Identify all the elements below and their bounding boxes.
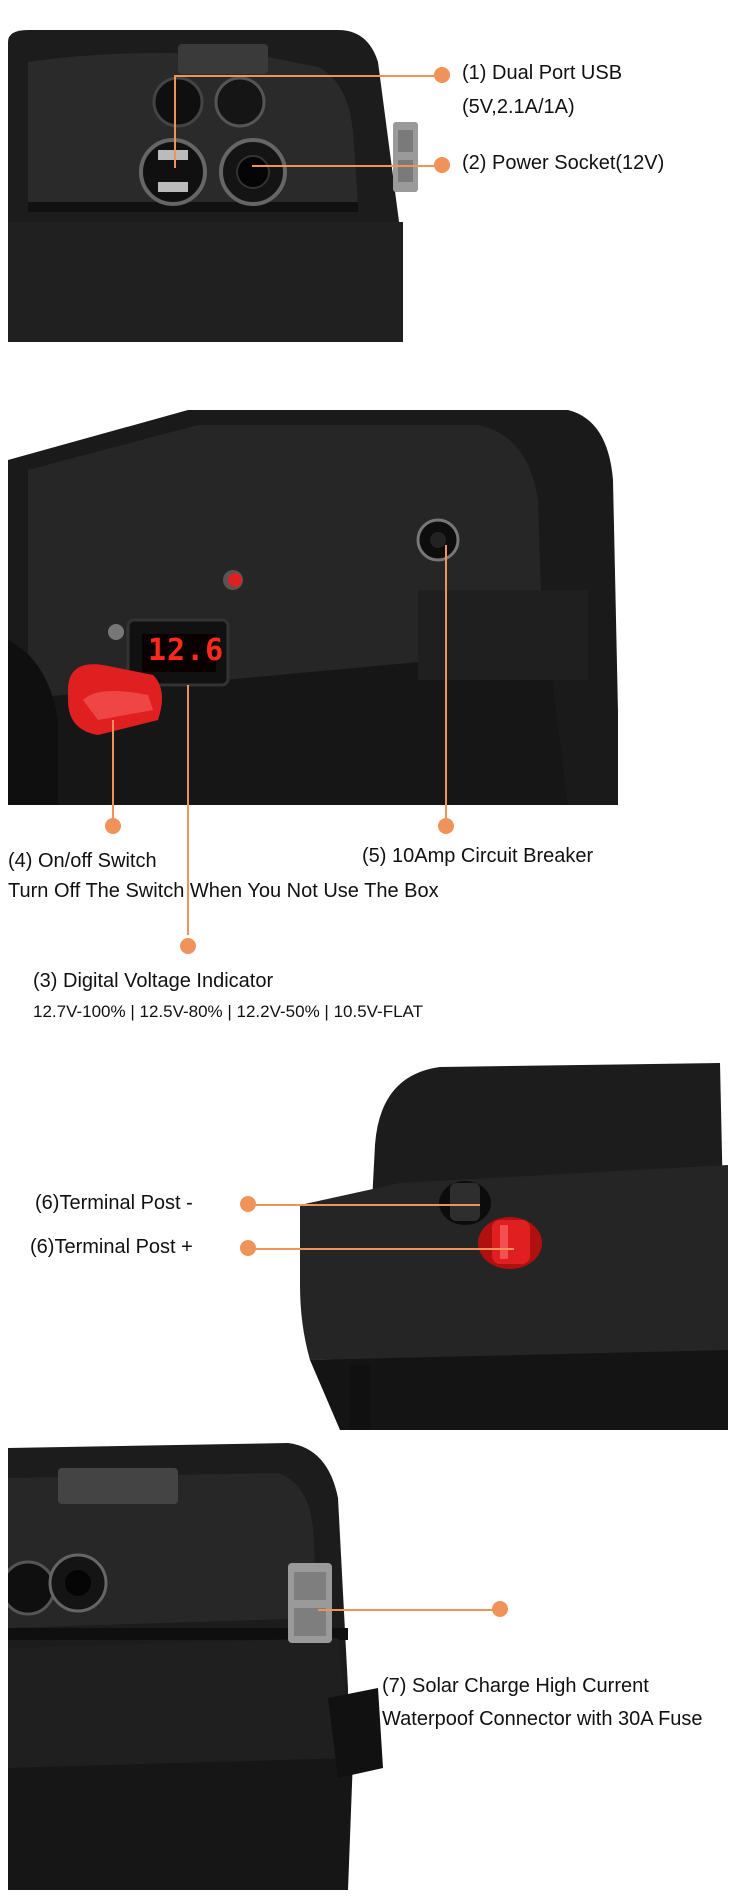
- label-terminal-positive: (6)Terminal Post +: [30, 1236, 193, 1258]
- callout-dot-solar: [492, 1601, 508, 1617]
- label-circuit-breaker: (5) 10Amp Circuit Breaker: [362, 845, 594, 867]
- label-voltage-indicator: (3) Digital Voltage Indicator: [33, 970, 274, 992]
- callout-dot-usb: [434, 67, 450, 83]
- label-onoff-switch: (4) On/off Switch: [8, 850, 157, 872]
- label-onoff-note: Turn Off The Switch When You Not Use The…: [8, 880, 439, 902]
- callout-line-switch: [112, 720, 114, 825]
- photo-switch-indicator: 12.6: [8, 400, 618, 805]
- voltage-display: 12.6: [148, 633, 225, 668]
- callout-dot-terminal-negative: [240, 1196, 256, 1212]
- label-power-socket: (2) Power Socket(12V): [462, 152, 665, 174]
- label-dual-usb: (1) Dual Port USB: [462, 62, 623, 84]
- label-solar-connector: (7) Solar Charge High Current: [382, 1675, 649, 1697]
- callout-line-terminal-negative: [252, 1204, 480, 1206]
- callout-line-usb-vertical: [174, 76, 176, 168]
- label-voltage-levels: 12.7V-100% | 12.5V-80% | 12.2V-50% | 10.…: [33, 1002, 424, 1021]
- callout-dot-indicator: [180, 938, 196, 954]
- callout-line-socket: [252, 165, 439, 167]
- callout-line-usb: [174, 75, 439, 77]
- label-terminal-negative: (6)Terminal Post -: [35, 1192, 193, 1214]
- callout-line-terminal-positive: [252, 1248, 514, 1250]
- callout-dot-breaker: [438, 818, 454, 834]
- label-solar-connector-detail: Waterpoof Connector with 30A Fuse: [382, 1708, 703, 1730]
- photo-solar-connector: [8, 1438, 383, 1890]
- label-dual-usb-spec: (5V,2.1A/1A): [462, 96, 575, 118]
- callout-dot-terminal-positive: [240, 1240, 256, 1256]
- callout-line-solar: [318, 1609, 496, 1611]
- callout-line-indicator: [187, 685, 189, 935]
- callout-dot-socket: [434, 157, 450, 173]
- photo-terminal-posts: [300, 1055, 728, 1430]
- callout-dot-switch: [105, 818, 121, 834]
- photo-usb-socket: [8, 22, 418, 342]
- callout-line-breaker: [445, 545, 447, 820]
